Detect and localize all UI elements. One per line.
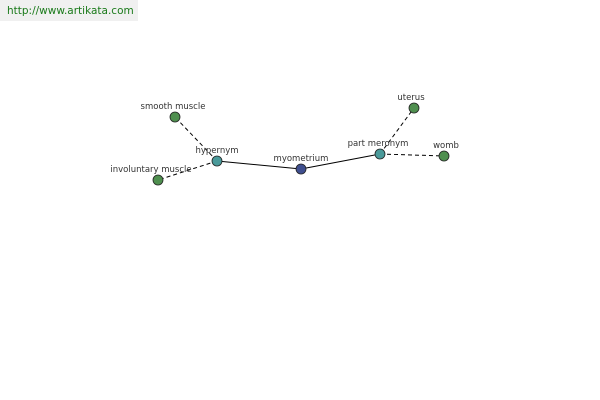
node-myometrium[interactable] <box>295 163 307 175</box>
node-smooth-muscle[interactable] <box>169 111 181 123</box>
url-banner: http://www.artikata.com <box>0 0 138 21</box>
edge-part-meronym-womb <box>379 153 445 157</box>
labels-layer: myometrium hypernym part meronym smooth mus… <box>110 93 459 175</box>
edge-hypernym-smooth-muscle <box>174 116 218 162</box>
edge-myometrium-part-meronym <box>300 153 381 170</box>
nodes-layer <box>152 102 450 186</box>
node-involuntary-muscle[interactable] <box>152 174 164 186</box>
node-label-hypernym[interactable]: hypernym <box>195 146 238 156</box>
node-part-meronym[interactable] <box>374 148 386 160</box>
node-label-involuntary-muscle[interactable]: involuntary muscle <box>110 165 191 175</box>
node-label-smooth-muscle[interactable]: smooth muscle <box>141 102 206 112</box>
edges-layer <box>157 107 445 181</box>
node-label-uterus[interactable]: uterus <box>397 93 425 103</box>
node-womb[interactable] <box>438 150 450 162</box>
node-label-myometrium[interactable]: myometrium <box>274 154 329 164</box>
node-uterus[interactable] <box>408 102 420 114</box>
edge-hypernym-involuntary-muscle <box>157 160 218 181</box>
edge-part-meronym-uterus <box>379 107 415 155</box>
node-label-womb[interactable]: womb <box>433 141 459 151</box>
node-hypernym[interactable] <box>211 155 223 167</box>
node-label-part-meronym[interactable]: part meronym <box>348 139 409 149</box>
url-link[interactable]: http://www.artikata.com <box>7 5 134 17</box>
edge-myometrium-hypernym <box>216 160 302 170</box>
